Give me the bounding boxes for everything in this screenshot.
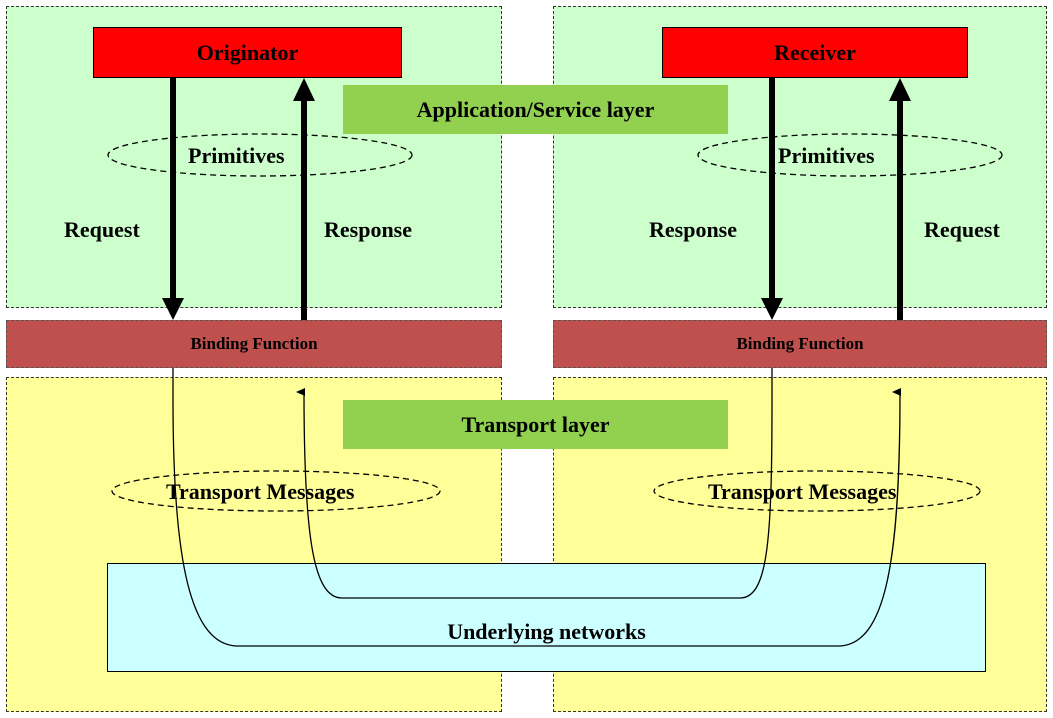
right-response-arrow — [761, 78, 783, 320]
left-transport-messages-ellipse — [111, 470, 441, 512]
left-binding-label: Binding Function — [190, 334, 318, 353]
left-request-label: Request — [64, 217, 140, 242]
left-primitives-label: Primitives — [188, 143, 285, 168]
request-message-path — [172, 368, 902, 647]
right-primitives-label: Primitives — [778, 143, 875, 168]
right-request-arrow — [889, 78, 911, 320]
underlying-networks-box: Underlying networks — [107, 563, 986, 672]
underlying-networks-label: Underlying networks — [447, 619, 646, 644]
receiver-node: Receiver — [662, 27, 968, 78]
left-response-label: Response — [324, 217, 413, 242]
right-request-label: Request — [924, 217, 1000, 242]
transport-layer-label: Transport layer — [343, 400, 728, 449]
right-transport-messages-label: Transport Messages — [708, 479, 897, 504]
response-message-path — [296, 368, 773, 599]
left-response-arrow — [293, 78, 315, 320]
application-layer-label: Application/Service layer — [343, 85, 728, 134]
left-binding-function: Binding Function — [6, 320, 502, 368]
right-binding-label: Binding Function — [736, 334, 864, 353]
right-transport-messages-ellipse — [653, 470, 981, 512]
left-request-arrow — [162, 78, 184, 320]
right-binding-function: Binding Function — [553, 320, 1047, 368]
left-primitives-ellipse — [107, 133, 413, 177]
originator-node: Originator — [93, 27, 402, 78]
right-response-label: Response — [649, 217, 738, 242]
right-primitives-ellipse — [697, 133, 1003, 177]
left-transport-messages-label: Transport Messages — [166, 479, 355, 504]
